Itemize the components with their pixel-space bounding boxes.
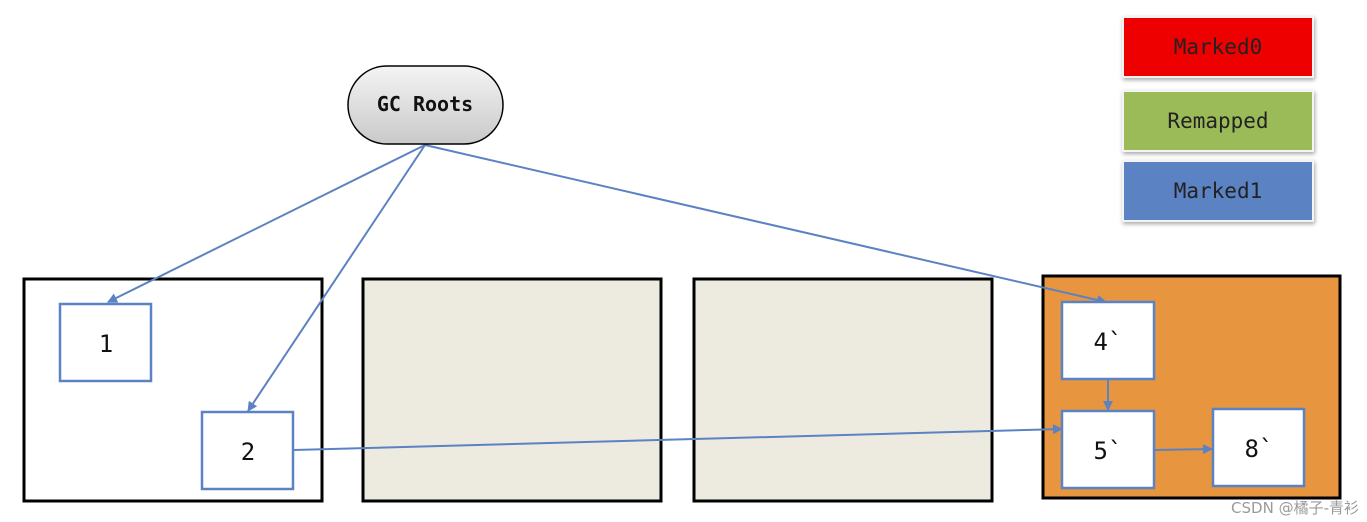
node-5-label: 5` [1094, 437, 1123, 465]
legend-marked0-label: Marked0 [1173, 35, 1263, 59]
arrow-root-to-2 [247, 144, 426, 412]
arrow-root-to-4 [424, 144, 1107, 305]
watermark: CSDN @橘子-青衫 [1231, 499, 1359, 517]
node-2 [200, 410, 295, 491]
arrow-5-to-8 [1153, 444, 1213, 455]
node-4-label: 4` [1094, 328, 1123, 356]
arrow-root-to-1 [107, 144, 426, 303]
node-4 [1060, 300, 1156, 381]
arrow-2-to-5 [293, 424, 1063, 451]
region-2 [361, 277, 663, 503]
gc-roots-node [347, 65, 504, 145]
node-1 [58, 302, 153, 383]
legend-remapped: Remapped [1122, 90, 1314, 152]
node-1-label: 1 [99, 330, 113, 358]
legend-marked1: Marked1 [1122, 160, 1314, 222]
legend-remapped-label: Remapped [1167, 109, 1269, 133]
region-3 [692, 277, 994, 503]
gc-roots-label: GC Roots [377, 92, 473, 116]
legend-marked1-label: Marked1 [1173, 179, 1263, 203]
node-8 [1211, 407, 1306, 488]
node-5 [1060, 409, 1156, 490]
legend-marked0: Marked0 [1122, 16, 1314, 78]
node-8-label: 8` [1245, 435, 1274, 463]
node-2-label: 2 [241, 438, 255, 466]
